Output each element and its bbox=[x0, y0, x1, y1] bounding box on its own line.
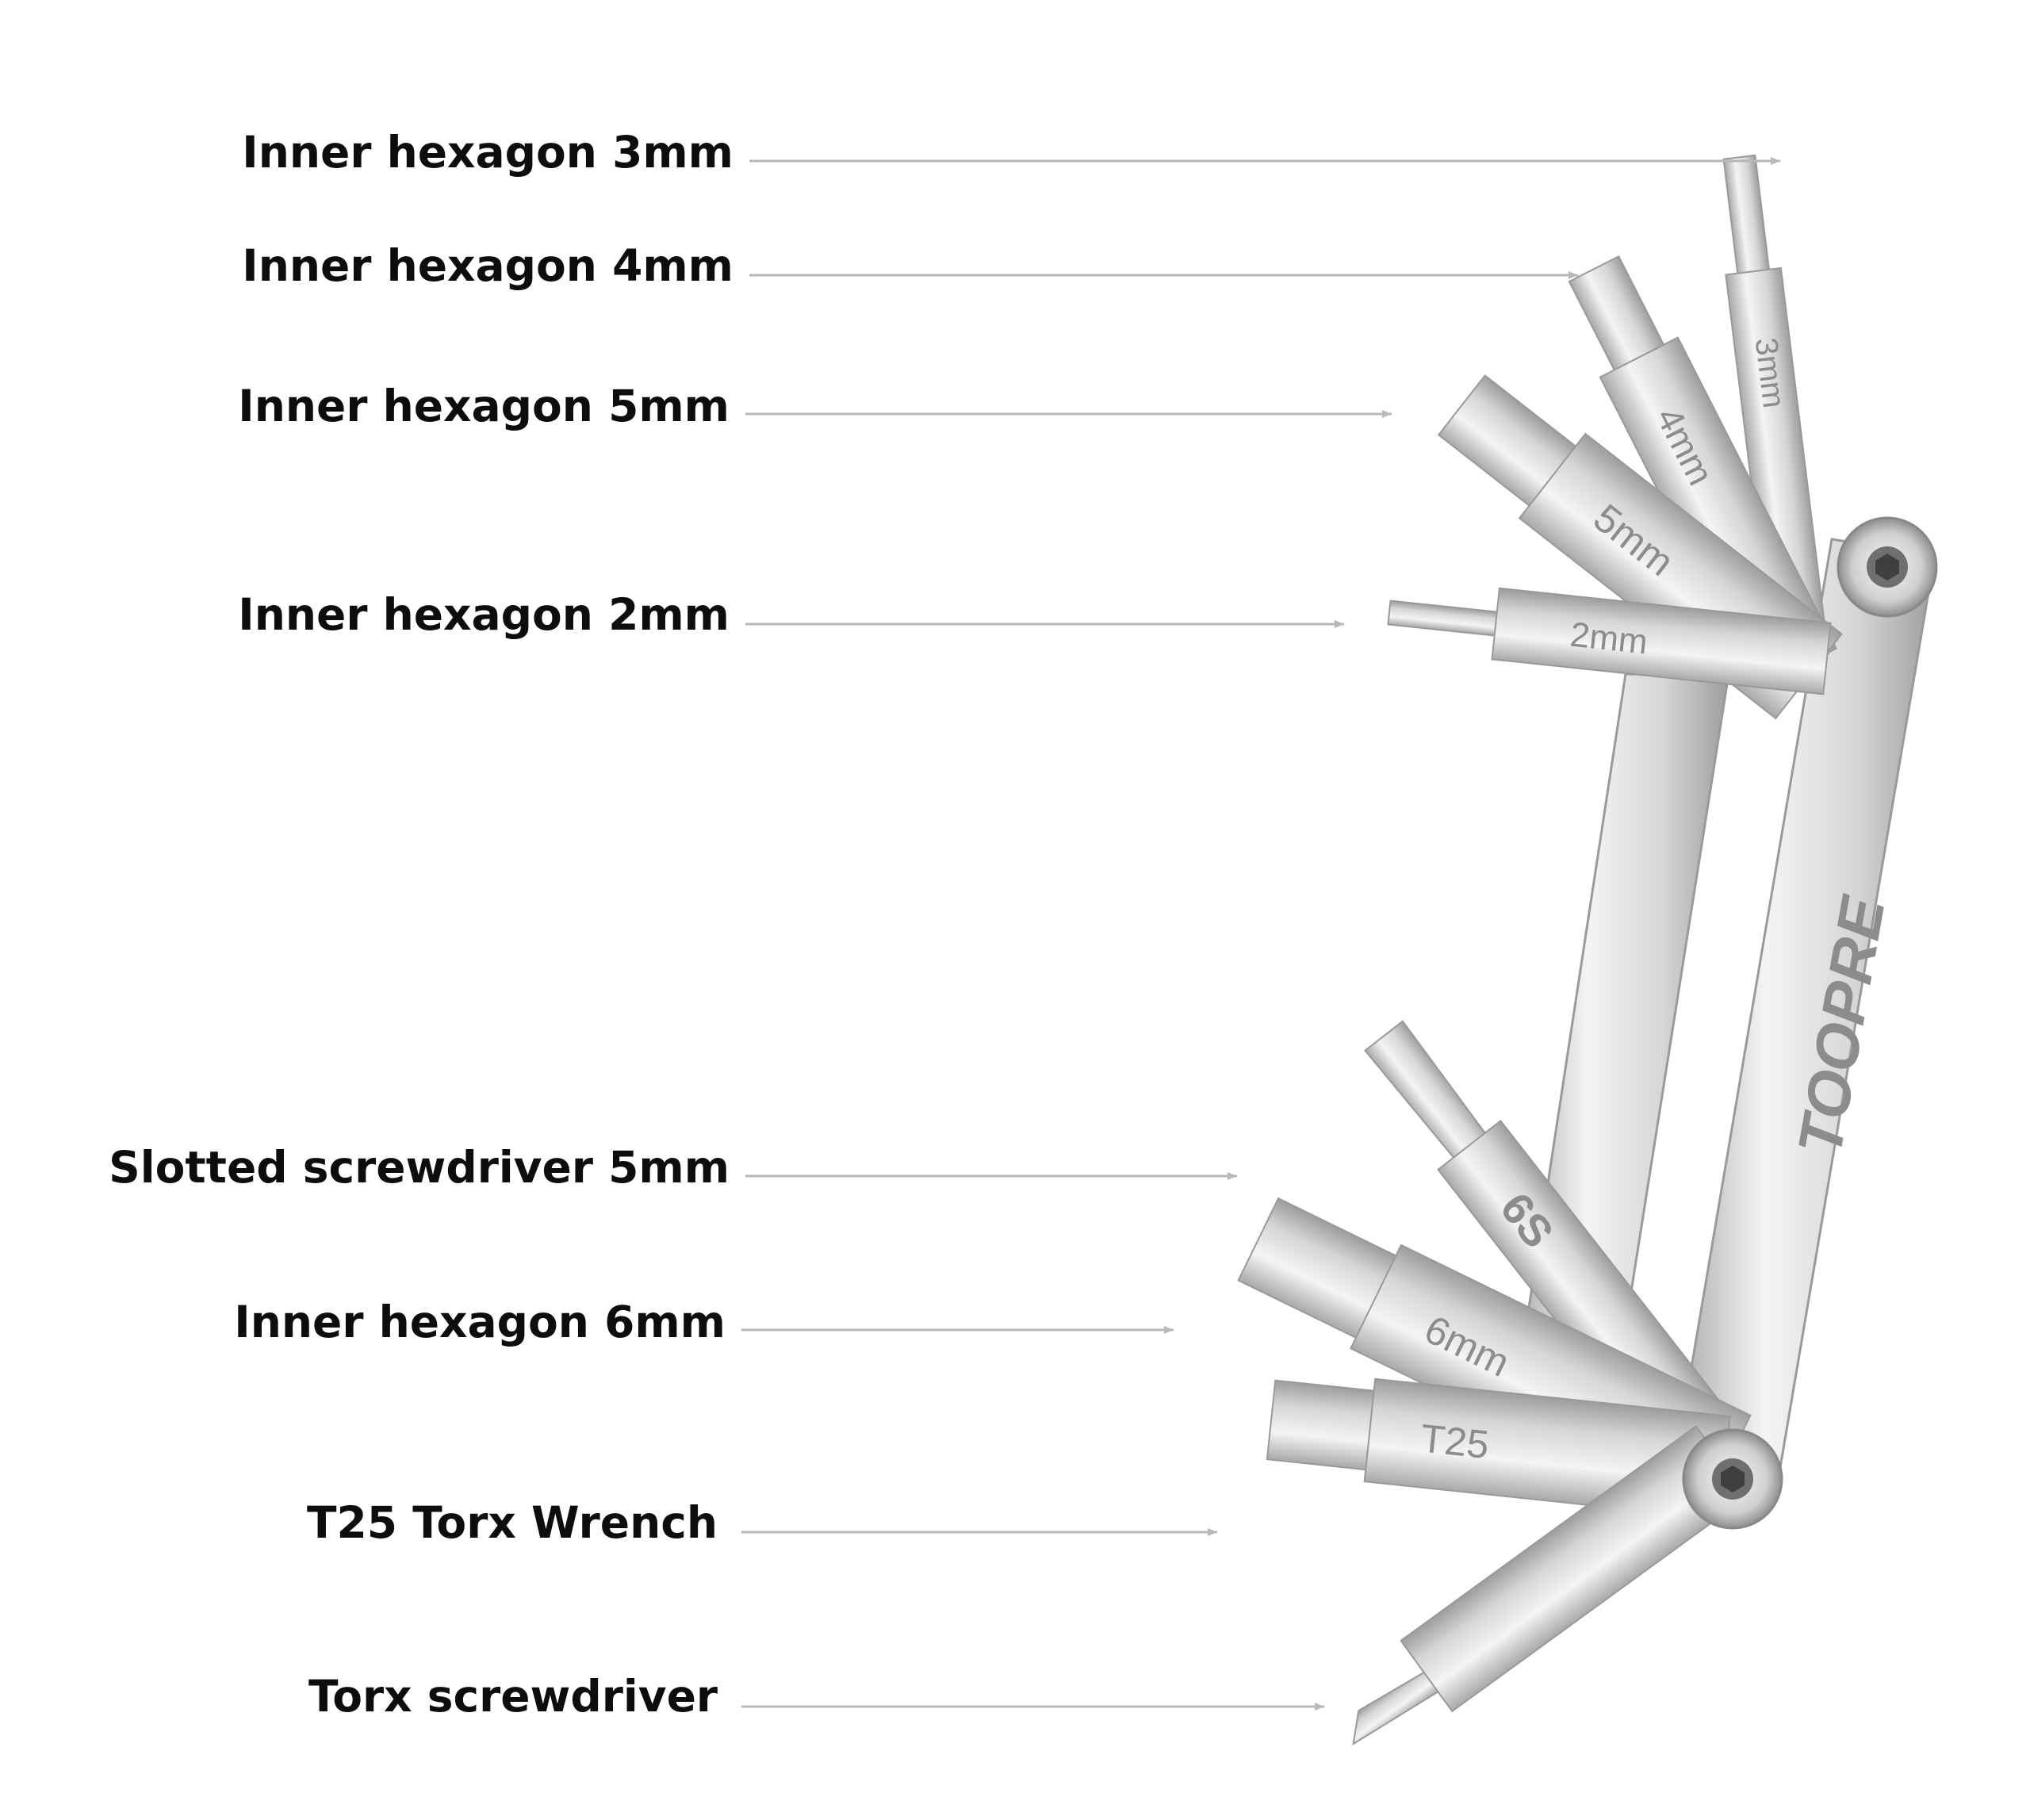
torx-screwdriver-bit bbox=[1352, 1425, 1748, 1745]
callout-hex-3mm: Inner hexagon 3mm bbox=[242, 127, 733, 178]
callout-torx-screwdriver: Torx screwdriver bbox=[308, 1671, 718, 1722]
bit-3mm-marking: 3mm bbox=[1748, 335, 1792, 410]
bottom-pivot-bolt bbox=[1682, 1428, 1783, 1530]
bottom-bit-fan: 6S 6mm T25 bbox=[1237, 1020, 1756, 1745]
callout-slotted-screwdriver-5mm: Slotted screwdriver 5mm bbox=[109, 1142, 730, 1193]
callout-t25-torx-wrench: T25 Torx Wrench bbox=[307, 1497, 718, 1548]
callout-hex-6mm: Inner hexagon 6mm bbox=[234, 1297, 726, 1347]
hex-key-2mm: 2mm bbox=[1387, 587, 1832, 695]
bit-t25-marking: T25 bbox=[1419, 1416, 1492, 1467]
top-pivot-bolt bbox=[1837, 516, 1938, 618]
hex-key-3mm: 3mm bbox=[1722, 154, 1829, 661]
callout-hex-2mm: Inner hexagon 2mm bbox=[238, 589, 730, 640]
callout-hex-5mm: Inner hexagon 5mm bbox=[238, 381, 730, 431]
top-bit-fan: 3mm 4mm 5mm 2mm bbox=[1387, 154, 1843, 720]
bit-2mm-marking: 2mm bbox=[1568, 615, 1649, 662]
callout-hex-4mm: Inner hexagon 4mm bbox=[242, 240, 733, 291]
